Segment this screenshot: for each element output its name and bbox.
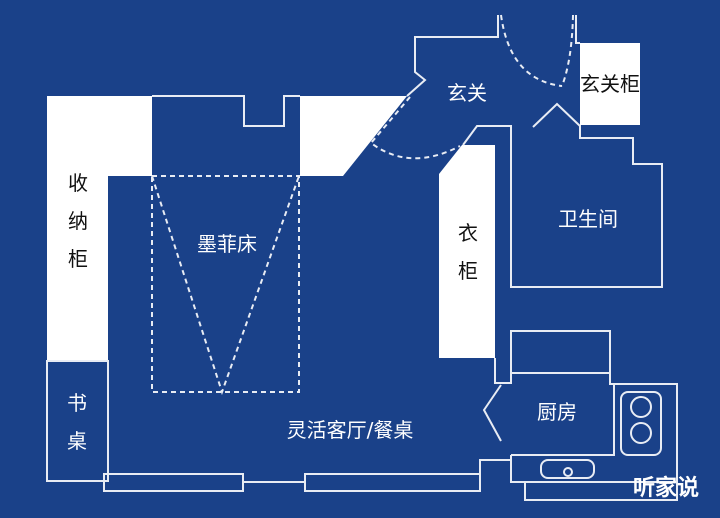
burner-icon (630, 396, 652, 418)
sink (540, 459, 595, 479)
label-wardrobe-1: 衣 (458, 221, 478, 245)
entrance-cabinet (580, 43, 640, 125)
wall-wedge (300, 96, 407, 176)
kitchen-wall (609, 373, 678, 482)
wall-bottom-right (479, 459, 511, 474)
counter-base (524, 482, 678, 501)
bathroom-door (532, 102, 581, 128)
label-entrance: 玄关 (447, 81, 487, 105)
murphy-bed-fold (151, 175, 300, 396)
label-storage-1: 收 (68, 171, 88, 195)
label-murphy-bed: 墨菲床 (197, 232, 257, 256)
stove (620, 391, 662, 456)
watermark: 听家说 (633, 475, 699, 501)
entry-door-swing (500, 14, 563, 87)
label-desk-1: 书 (67, 391, 87, 415)
kitchen-door (482, 384, 502, 442)
kitchen-room-edge (511, 384, 615, 456)
wall-entry-left (406, 15, 499, 97)
label-living-dining: 灵活客厅/餐桌 (287, 418, 414, 442)
storage-cabinet (47, 96, 152, 361)
burner-icon (630, 422, 652, 444)
wardrobe (439, 145, 495, 358)
label-kitchen: 厨房 (537, 400, 577, 424)
sink-counter (510, 455, 677, 483)
label-entrance-cabinet: 玄关柜 (580, 72, 640, 96)
drain-icon (563, 467, 573, 477)
wall-entry-right (575, 15, 580, 44)
label-bathroom: 卫生间 (558, 207, 618, 231)
entry-door-swing-2 (561, 14, 574, 87)
wall-top (152, 95, 300, 127)
murphy-bed-outline (151, 175, 300, 393)
label-storage-3: 柜 (68, 247, 88, 271)
label-desk-2: 桌 (67, 429, 87, 453)
label-storage-2: 纳 (68, 209, 88, 233)
inner-door-swing (369, 96, 461, 160)
wall-bathroom (462, 125, 663, 288)
window-right (304, 473, 481, 492)
label-wardrobe-2: 柜 (458, 259, 478, 283)
